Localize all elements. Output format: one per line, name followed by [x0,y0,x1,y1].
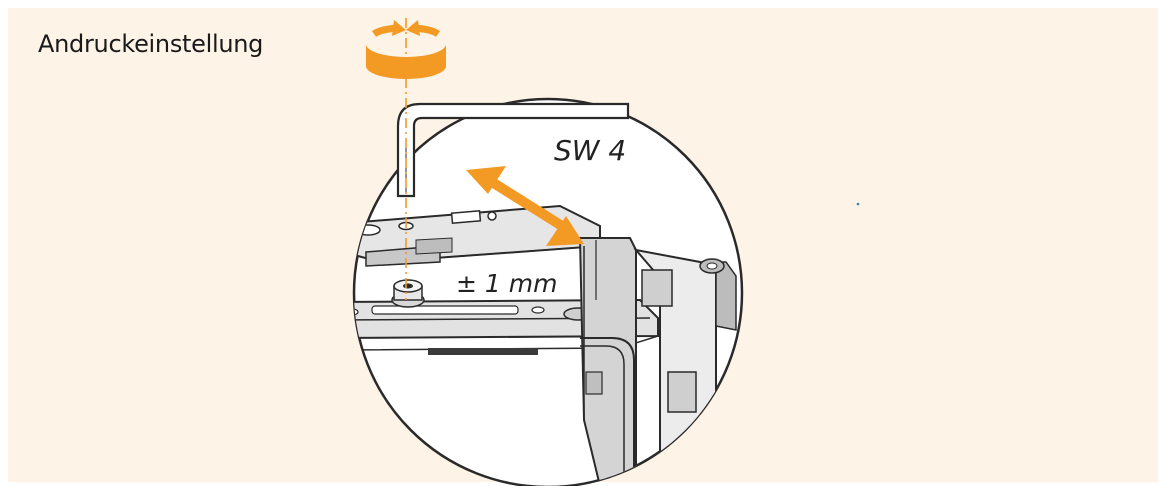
diagram-title: Andruckeinstellung [38,30,264,58]
double-arrow-icon [466,166,584,246]
hex-key-icon [396,102,630,198]
detail-circle [352,97,744,486]
stray-dot [856,202,860,206]
wrench-size-label: SW 4 [554,134,626,167]
adjust-range-label: ± 1 mm [456,269,557,298]
hardware-detail [354,204,737,486]
rotate-arrows-icon [366,20,446,79]
